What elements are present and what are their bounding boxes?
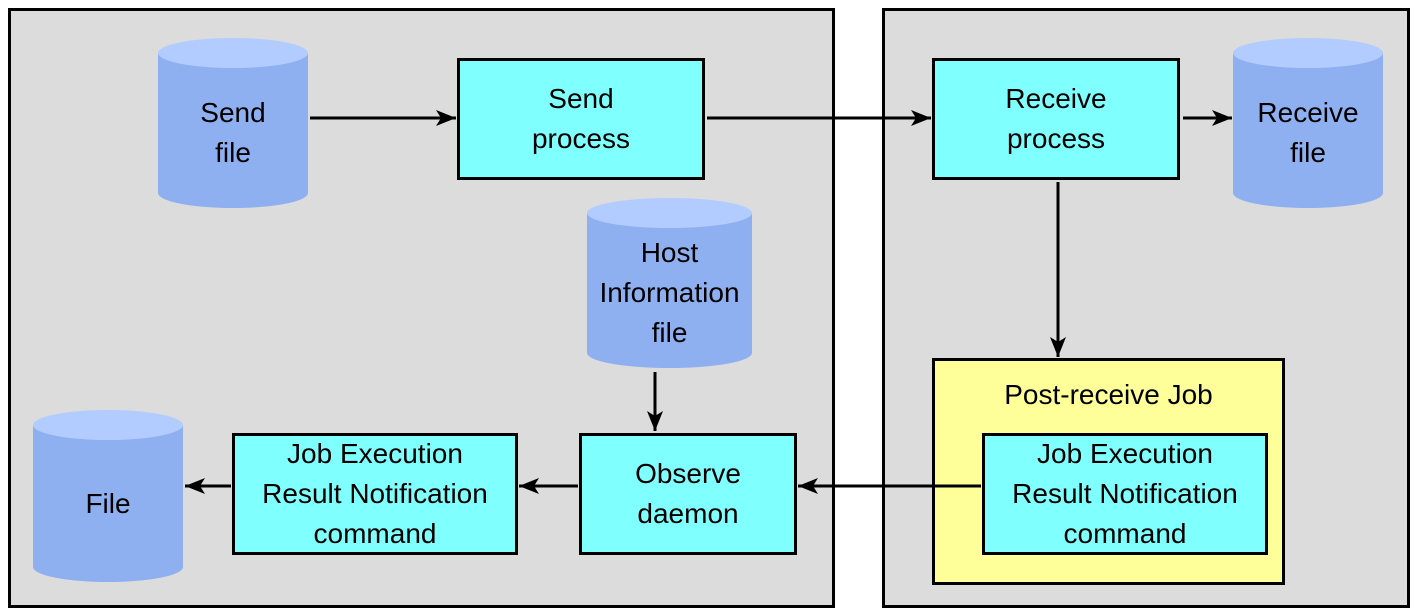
receive-process-label-line: Receive xyxy=(1005,83,1107,114)
job-notify-right-label-line: command xyxy=(1063,518,1187,549)
job-notify-left-label-line: command xyxy=(313,518,437,549)
database-icon xyxy=(33,410,183,582)
job-notification-command-box-left: Job Execution Result Notification comman… xyxy=(232,433,518,555)
host-information-file-database: Host Information file xyxy=(587,198,752,368)
host-information-file-label: Host Information file xyxy=(577,228,762,358)
job-notify-left-label-line: Job Execution xyxy=(287,438,463,469)
observe-daemon-label-line: daemon xyxy=(637,498,739,529)
job-notification-command-box-right: Job Execution Result Notification comman… xyxy=(982,433,1268,555)
host-info-label-line: Information xyxy=(599,277,740,308)
receive-file-label-line: file xyxy=(1290,137,1326,168)
host-info-label-line: file xyxy=(651,317,688,348)
send-file-label-line: Send xyxy=(200,97,266,128)
send-file-database: Send file xyxy=(158,38,308,208)
receive-process-box: Receive process xyxy=(932,58,1180,180)
receive-file-label-line: Receive xyxy=(1257,97,1359,128)
file-database: File xyxy=(33,410,183,582)
post-receive-job-title: Post-receive Job xyxy=(1004,379,1213,410)
send-file-label: Send file xyxy=(148,68,318,198)
file-label: File xyxy=(23,440,193,568)
receive-file-database: Receive file xyxy=(1233,38,1383,208)
job-notify-left-label-line: Result Notification xyxy=(262,478,488,509)
observe-daemon-label-line: Observe xyxy=(635,458,741,489)
send-process-label-line: process xyxy=(531,123,631,154)
send-file-label-line: file xyxy=(215,137,251,168)
receive-file-label: Receive file xyxy=(1223,68,1393,198)
send-process-box: Send process xyxy=(457,58,705,180)
database-icon xyxy=(158,38,308,208)
file-label-line: File xyxy=(85,488,131,519)
observe-daemon-box: Observe daemon xyxy=(579,433,797,555)
database-icon xyxy=(1233,38,1383,208)
send-process-label-line: Send xyxy=(548,83,614,114)
host-info-label-line: Host xyxy=(640,237,699,268)
job-notify-right-label-line: Job Execution xyxy=(1037,438,1213,469)
database-icon xyxy=(587,198,752,368)
receive-process-label-line: process xyxy=(1006,123,1106,154)
job-notify-right-label-line: Result Notification xyxy=(1012,478,1238,509)
